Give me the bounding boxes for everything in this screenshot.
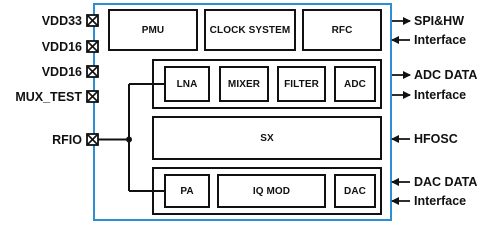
dac-interface-label: Interface [414, 194, 467, 208]
dac-block: DAC [334, 174, 376, 208]
connection-wires [86, 14, 411, 205]
pmu-block: PMU [108, 9, 198, 51]
pin-label-vdd16-b: VDD16 [41, 65, 82, 79]
adc-interface-label: Interface [414, 88, 467, 102]
filter-block: FILTER [277, 66, 326, 102]
iq-mod-block: IQ MOD [217, 174, 326, 208]
pad-x-icon [86, 133, 99, 146]
pin-label-vdd16-a: VDD16 [41, 40, 82, 54]
rfc-block: RFC [302, 9, 382, 51]
pad-x-icon [86, 14, 99, 27]
sx-block: SX [152, 116, 382, 160]
pad-x-icon [86, 40, 99, 53]
clock-system-block: CLOCK SYSTEM [204, 9, 296, 51]
pad-x-icon [86, 90, 99, 103]
pa-block: PA [164, 174, 210, 208]
mixer-block: MIXER [219, 66, 269, 102]
pad-x-icon [86, 65, 99, 78]
adc-block: ADC [334, 66, 376, 102]
dac-data-label: DAC DATA [414, 175, 478, 189]
adc-data-label: ADC DATA [414, 68, 478, 82]
lna-block: LNA [164, 66, 210, 102]
junction-dot [126, 136, 132, 143]
hfosc-label: HFOSC [414, 132, 458, 146]
pin-label-mux-test: MUX_TEST [15, 90, 82, 104]
pin-label-rfio: RFIO [52, 133, 82, 147]
spi-hw-label: SPI&HW [414, 14, 464, 28]
spi-interface-label: Interface [414, 33, 467, 47]
pin-label-vdd33: VDD33 [41, 14, 82, 28]
